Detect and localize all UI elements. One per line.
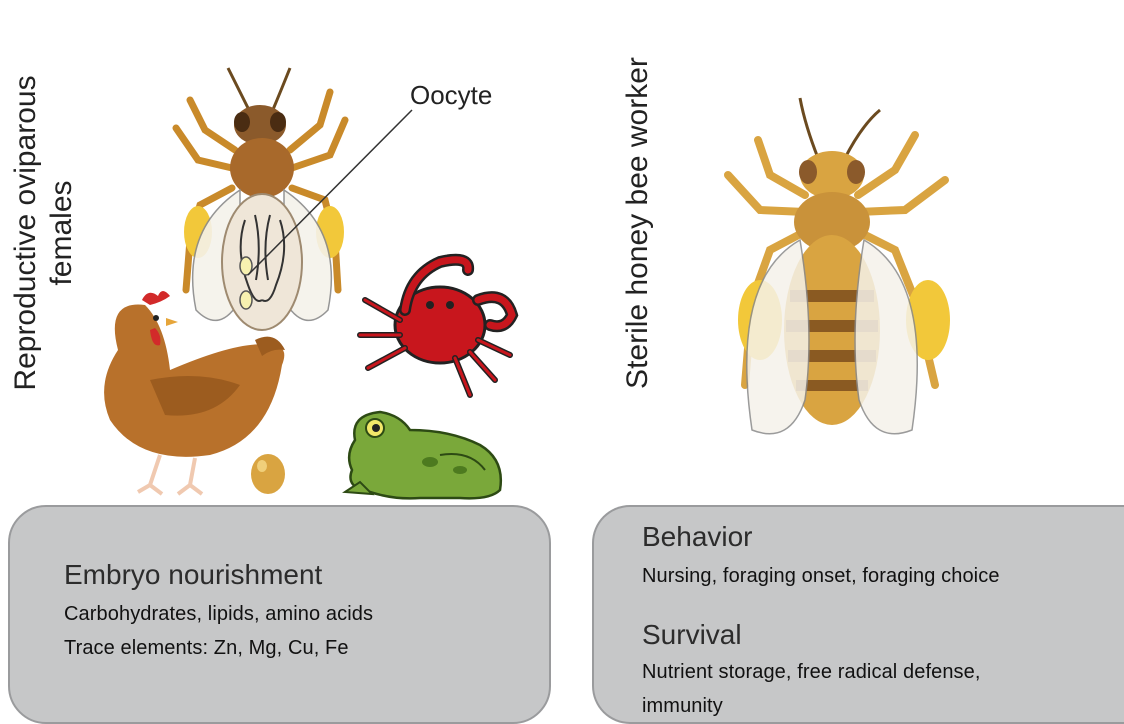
queen-bee-icon: [176, 68, 412, 330]
panel-line: Nutrient storage, free radical defense,: [642, 661, 981, 684]
oocyte-callout-label: Oocyte: [410, 80, 492, 111]
panel-line: Carbohydrates, lipids, amino acids: [64, 603, 373, 626]
panel-title-survival: Survival: [642, 619, 742, 651]
panel-line: Nursing, foraging onset, foraging choice: [642, 565, 1000, 588]
embryo-nourishment-panel: Embryo nourishment Carbohydrates, lipids…: [8, 505, 551, 724]
frog-icon: [345, 412, 501, 498]
worker-bee-icon: [728, 98, 950, 434]
crab-icon: [360, 260, 512, 395]
panel-line: immunity: [642, 695, 723, 718]
panel-title: Embryo nourishment: [64, 559, 322, 591]
panel-title-behavior: Behavior: [642, 521, 753, 553]
worker-effects-panel: Behavior Nursing, foraging onset, foragi…: [592, 505, 1124, 724]
panel-line: Trace elements: Zn, Mg, Cu, Fe: [64, 637, 349, 660]
egg-icon: [251, 454, 285, 494]
